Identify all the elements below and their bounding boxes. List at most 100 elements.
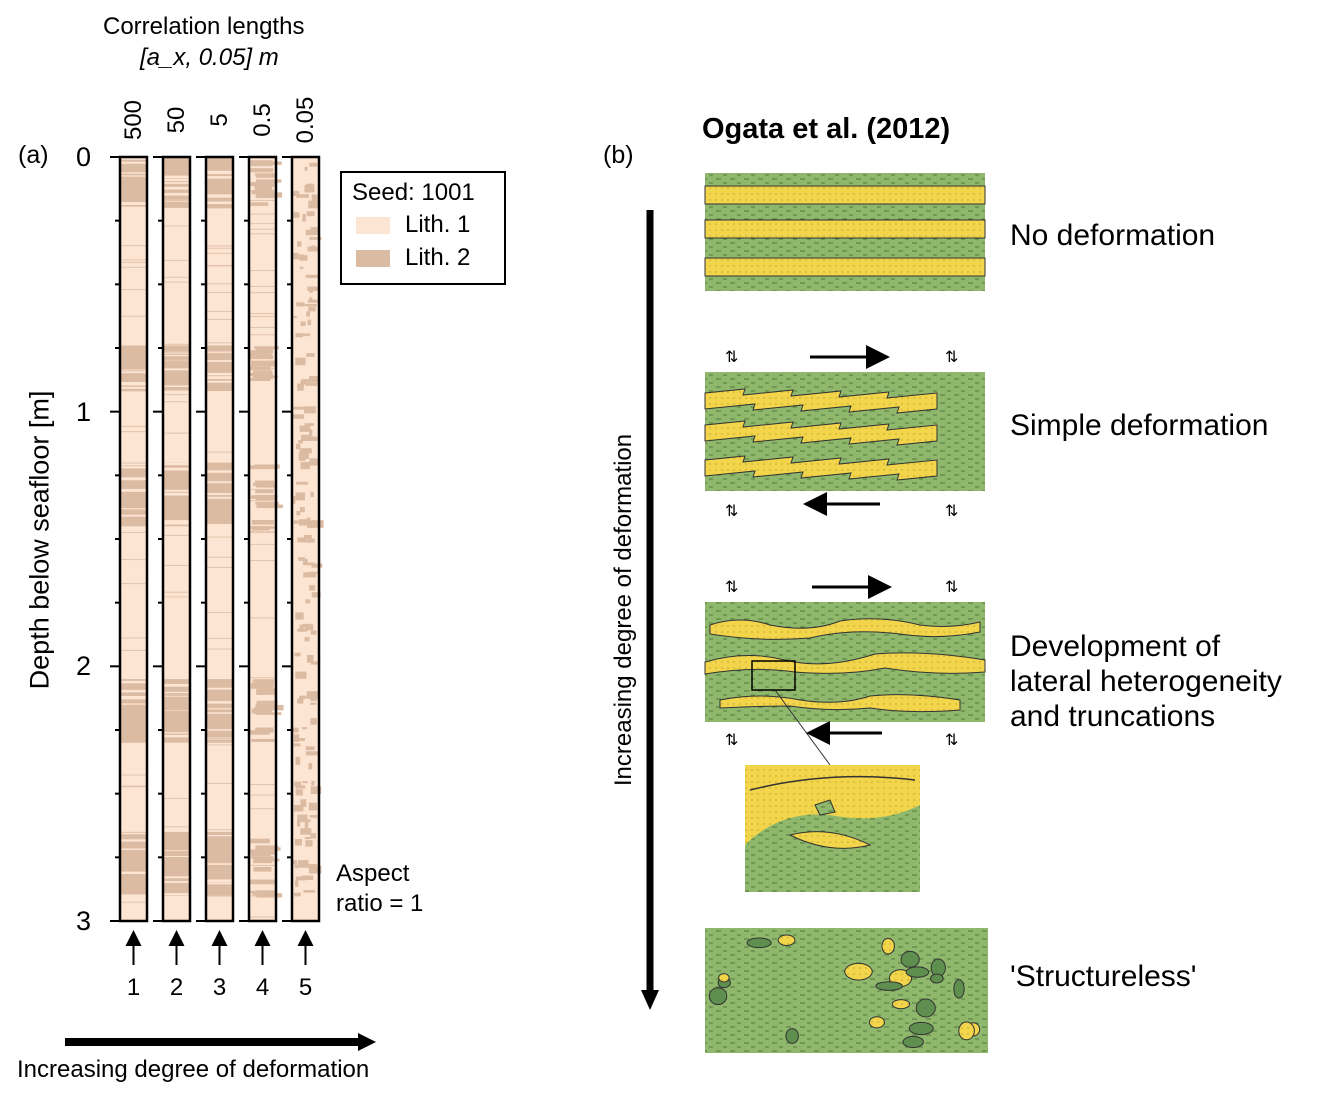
lith2-streak xyxy=(120,860,147,862)
lith2-patch xyxy=(309,429,313,437)
lith2-patch xyxy=(301,379,310,383)
lith1-streak xyxy=(163,520,190,523)
lith2-streak xyxy=(206,612,233,614)
lith2-streak xyxy=(206,715,233,717)
lith2-band xyxy=(120,157,147,208)
y-axis-label: Depth below seafloor [m] xyxy=(24,390,55,690)
lith2-streak xyxy=(206,744,233,746)
stage-label-heterogeneity-3: and truncations xyxy=(1010,700,1216,733)
lith2-lens xyxy=(251,854,271,857)
panel-a-label: (a) xyxy=(18,141,49,169)
lith2-patch xyxy=(294,652,301,657)
lith1-streak xyxy=(120,382,147,385)
y-tick-label: 3 xyxy=(76,906,92,936)
lith2-streak xyxy=(120,715,147,717)
y-tick-label: 0 xyxy=(76,142,92,172)
legend: Seed: 1001 Lith. 1 Lith. 2 xyxy=(340,171,506,285)
lith1-streak xyxy=(120,386,147,389)
lith2-streak xyxy=(120,785,147,787)
lith2-patch xyxy=(308,200,321,209)
lith1-streak xyxy=(120,463,147,466)
lith2-streak xyxy=(163,503,190,505)
lith2-streak xyxy=(120,368,147,370)
lith2-lens xyxy=(255,703,278,707)
lith2-streak xyxy=(249,316,276,318)
lith2-streak xyxy=(163,848,190,850)
lith2-streak xyxy=(163,360,190,362)
lith2-streak xyxy=(206,283,233,285)
lith2-streak xyxy=(120,516,147,518)
lith2-patch xyxy=(295,357,306,366)
lith2-patch xyxy=(311,563,323,568)
lith2-streak xyxy=(249,213,276,215)
lith2-streak xyxy=(120,649,147,651)
lith2-streak xyxy=(206,207,233,209)
lith2-streak xyxy=(206,556,233,558)
lith2-lens xyxy=(252,679,274,683)
svg-text:⇅: ⇅ xyxy=(945,732,958,749)
lith1-streak xyxy=(206,712,233,714)
lith2-streak xyxy=(163,259,190,261)
lithology-column-1 xyxy=(120,157,147,921)
lith2-patch xyxy=(311,194,318,202)
lith2-patch xyxy=(298,519,310,526)
lith2-streak xyxy=(163,739,190,741)
lith2-streak xyxy=(206,736,233,738)
lith1-streak xyxy=(206,170,233,174)
lith2-patch xyxy=(302,727,308,730)
lith2-patch xyxy=(299,448,312,454)
lith2-lens xyxy=(254,185,273,191)
lith2-lens xyxy=(254,858,280,862)
column-number: 4 xyxy=(255,974,270,1001)
lith1-streak xyxy=(206,496,233,499)
lith1-streak xyxy=(206,471,233,473)
lith2-patch xyxy=(303,333,311,337)
lith2-streak xyxy=(120,901,147,903)
lith2-patch xyxy=(305,382,318,386)
lith1-streak xyxy=(120,202,147,205)
svg-text:⇅: ⇅ xyxy=(945,349,958,366)
lith2-streak xyxy=(206,567,233,569)
lith2-patch xyxy=(309,297,313,301)
column-number: 3 xyxy=(212,974,227,1001)
lith2-patch xyxy=(302,875,314,880)
lith2-patch xyxy=(310,491,314,497)
lith2-lens xyxy=(256,348,274,354)
lith1-streak xyxy=(206,351,233,354)
lith2-patch xyxy=(297,814,308,821)
lith2-lens xyxy=(249,879,276,885)
lith2-patch xyxy=(311,592,321,598)
lith2-streak xyxy=(249,530,276,532)
lith2-patch xyxy=(306,436,318,442)
lith2-lens xyxy=(254,681,274,686)
lith2-patch xyxy=(310,520,324,528)
lith1-streak xyxy=(206,176,233,179)
clast xyxy=(953,979,965,999)
lith1-streak xyxy=(163,691,190,694)
lith2-streak xyxy=(206,505,233,507)
lith1-streak xyxy=(206,372,233,376)
lith2-streak xyxy=(163,872,190,874)
lith2-lens xyxy=(252,891,277,896)
lith2-streak xyxy=(163,225,190,227)
lith2-streak xyxy=(249,808,276,810)
lith2-patch xyxy=(304,637,310,642)
lith1-streak xyxy=(163,354,190,357)
lith2-patch xyxy=(304,821,309,829)
lith1-streak xyxy=(120,157,147,160)
clast xyxy=(881,937,895,955)
lith2-patch xyxy=(293,406,306,410)
lith1-streak xyxy=(120,871,147,874)
lith2-streak xyxy=(249,313,276,315)
lith2-lens xyxy=(255,712,282,715)
y-tick-label: 2 xyxy=(76,651,92,682)
lith2-streak xyxy=(163,591,190,593)
clast xyxy=(785,1028,799,1044)
lith2-streak xyxy=(163,401,190,403)
lith2-streak xyxy=(249,864,276,866)
lith1-streak xyxy=(163,893,190,896)
lith2-lens xyxy=(255,847,281,851)
lith1-streak xyxy=(163,855,190,857)
lith2-streak xyxy=(249,497,276,499)
lithology-column-3 xyxy=(206,157,233,921)
